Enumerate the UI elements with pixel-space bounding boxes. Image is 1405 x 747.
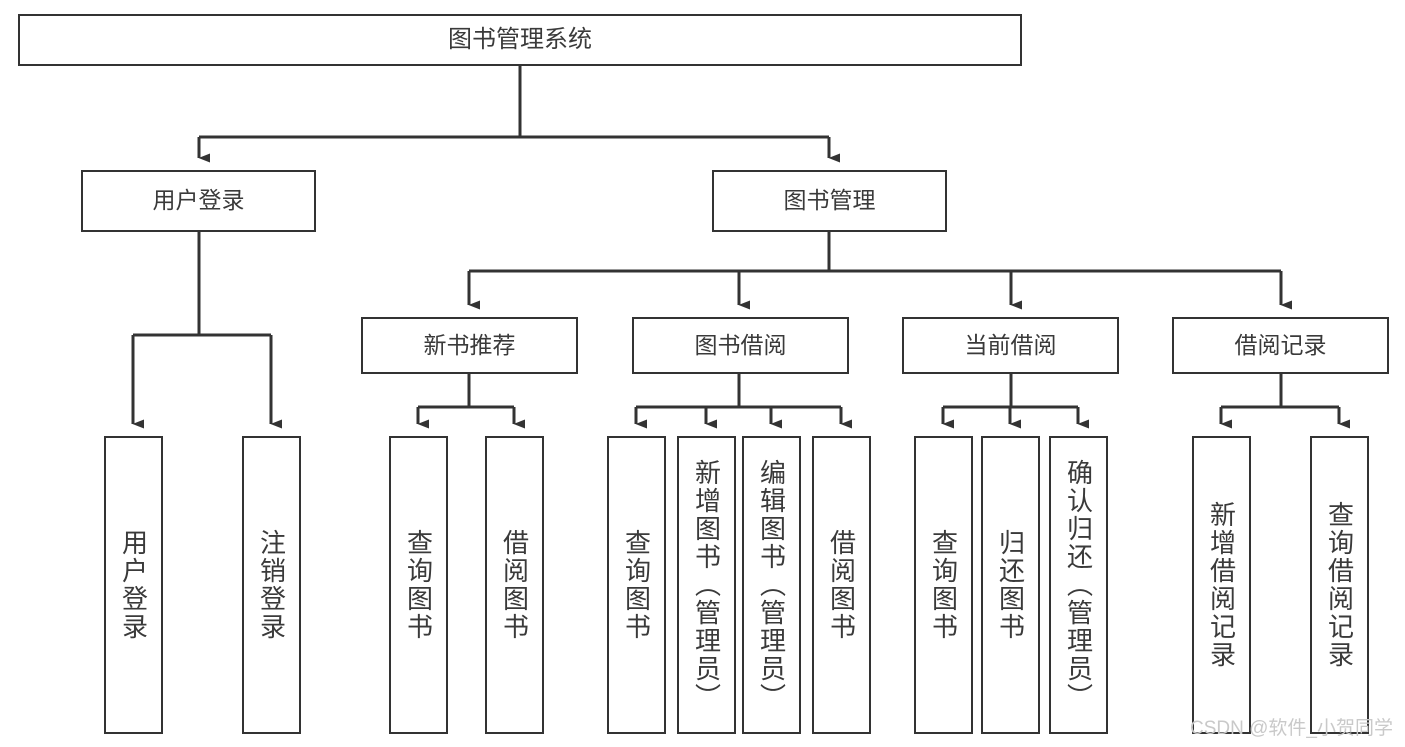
leaf-borrow-query-book[interactable]: 查询图书 — [607, 436, 666, 734]
node-label: 查询图书 — [928, 529, 959, 641]
node-user-login[interactable]: 用户登录 — [81, 170, 316, 232]
node-label: 借阅图书 — [499, 529, 530, 641]
leaf-borrow-borrow-book[interactable]: 借阅图书 — [812, 436, 871, 734]
leaf-recommend-borrow-book[interactable]: 借阅图书 — [485, 436, 544, 734]
node-current-borrow[interactable]: 当前借阅 — [902, 317, 1119, 374]
node-label: 当前借阅 — [964, 331, 1057, 358]
node-label: 归还图书 — [995, 529, 1026, 641]
leaf-current-return-book[interactable]: 归还图书 — [981, 436, 1040, 734]
leaf-user-login-login[interactable]: 用户登录 — [104, 436, 163, 734]
node-label: 注销登录 — [256, 529, 287, 641]
leaf-borrow-add-book-admin[interactable]: 新增图书（管理员） — [677, 436, 736, 734]
node-label: 借阅图书 — [826, 529, 857, 641]
leaf-record-query-record[interactable]: 查询借阅记录 — [1310, 436, 1369, 734]
node-label: 图书管理 — [783, 187, 876, 214]
node-book-borrow[interactable]: 图书借阅 — [632, 317, 849, 374]
node-borrow-record[interactable]: 借阅记录 — [1172, 317, 1389, 374]
node-label: 确认归还（管理员） — [1063, 459, 1094, 711]
leaf-current-query-book[interactable]: 查询图书 — [914, 436, 973, 734]
node-label: 新书推荐 — [423, 331, 516, 358]
node-label: 用户登录 — [152, 187, 245, 214]
node-book-management[interactable]: 图书管理 — [712, 170, 947, 232]
node-root[interactable]: 图书管理系统 — [18, 14, 1022, 66]
node-label: 用户登录 — [118, 529, 149, 641]
leaf-record-add-record[interactable]: 新增借阅记录 — [1192, 436, 1251, 734]
node-label: 图书管理系统 — [448, 25, 592, 53]
node-label: 新增图书（管理员） — [691, 459, 722, 711]
node-label: 新增借阅记录 — [1206, 501, 1237, 669]
node-label: 借阅记录 — [1234, 331, 1327, 358]
node-label: 图书借阅 — [694, 331, 787, 358]
leaf-current-confirm-return-admin[interactable]: 确认归还（管理员） — [1049, 436, 1108, 734]
node-label: 编辑图书（管理员） — [756, 459, 787, 711]
node-new-book-recommend[interactable]: 新书推荐 — [361, 317, 578, 374]
leaf-user-login-logout[interactable]: 注销登录 — [242, 436, 301, 734]
node-label: 查询图书 — [403, 529, 434, 641]
leaf-recommend-query-book[interactable]: 查询图书 — [389, 436, 448, 734]
node-label: 查询图书 — [621, 529, 652, 641]
node-label: 查询借阅记录 — [1324, 501, 1355, 669]
leaf-borrow-edit-book-admin[interactable]: 编辑图书（管理员） — [742, 436, 801, 734]
